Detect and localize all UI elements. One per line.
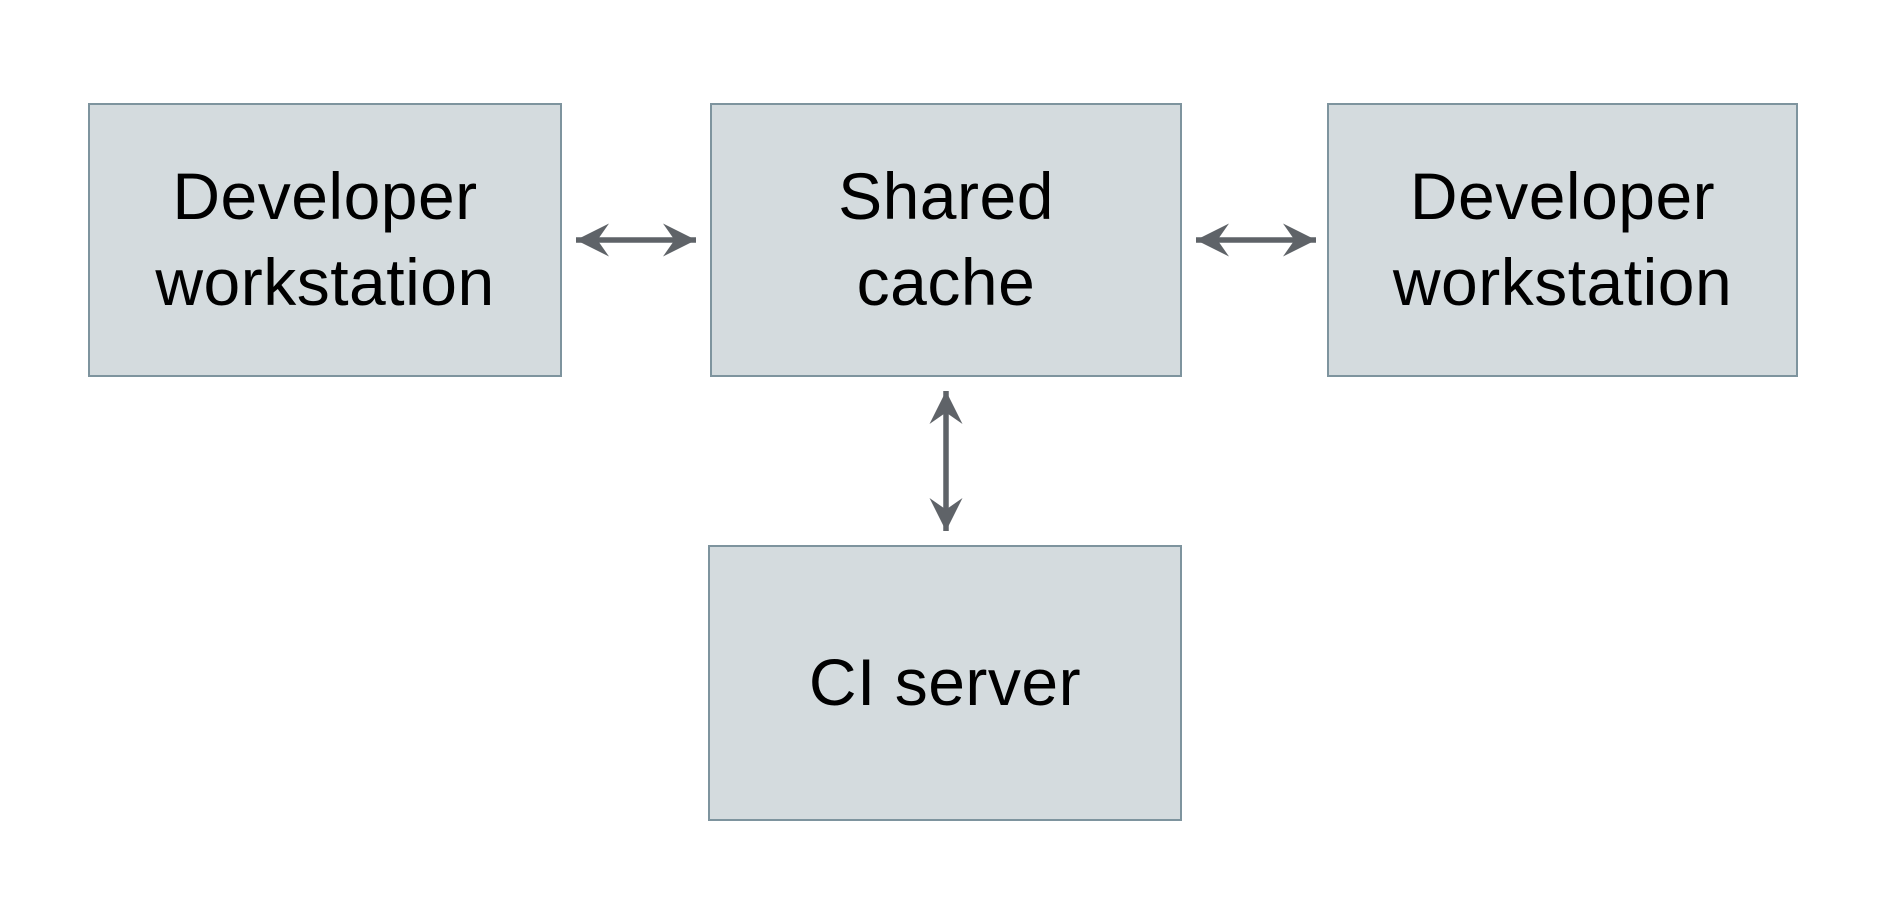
node-label: Developer workstation: [1392, 159, 1733, 319]
node-developer-workstation-left: Developer workstation: [88, 103, 562, 377]
node-label: Shared cache: [838, 159, 1054, 319]
node-ci-server: CI server: [708, 545, 1182, 821]
node-shared-cache: Shared cache: [710, 103, 1182, 377]
node-developer-workstation-right: Developer workstation: [1327, 103, 1798, 377]
node-label: CI server: [808, 645, 1082, 720]
node-label: Developer workstation: [155, 159, 495, 319]
